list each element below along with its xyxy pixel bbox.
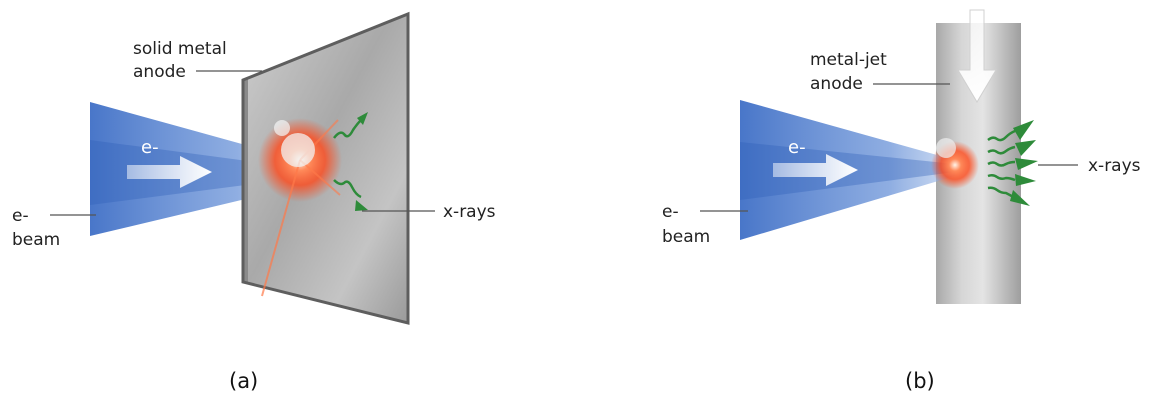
hotspot-bubble-small	[274, 120, 290, 136]
xray-arrowhead	[1015, 158, 1038, 170]
xray-wave-upper	[333, 119, 362, 139]
xray-wave	[987, 129, 1016, 142]
xray-arrowhead	[1010, 190, 1030, 206]
electron-direction-arrow	[773, 154, 858, 186]
electron-label: e-	[788, 137, 806, 158]
beam-label-line1: e-	[662, 202, 679, 222]
anode-label-line1: metal-jet	[810, 50, 887, 70]
panel-a: e- solid metal anode e- beam x-rays (a)	[12, 11, 496, 393]
xray-arrowheads	[1010, 120, 1038, 206]
anode-label-line2: anode	[810, 74, 863, 94]
xray-wave	[987, 160, 1016, 167]
electron-label: e-	[141, 137, 159, 158]
xray-arrowhead-lower	[355, 200, 368, 211]
anode-label-line2: anode	[133, 62, 186, 82]
hotspot-ray	[299, 159, 341, 196]
xray-arrowhead	[1013, 120, 1034, 140]
xray-waves	[987, 129, 1016, 200]
plate-border	[241, 11, 410, 325]
xray-arrowhead-upper	[357, 112, 368, 125]
xray-label: x-rays	[443, 202, 496, 222]
xray-wave	[987, 145, 1016, 155]
jet-flow-arrow	[957, 9, 997, 103]
beam-label-line2: beam	[12, 230, 60, 250]
beam-label-line1: e-	[12, 206, 29, 226]
xray-arrowhead	[1015, 174, 1036, 186]
panel-b: e- metal-jet anode e- beam x-rays (b)	[662, 9, 1141, 393]
caption-b: (b)	[905, 369, 935, 393]
anode-label-line1: solid metal	[133, 39, 227, 59]
hotspot-bubble	[936, 138, 956, 158]
hotspot-ray	[261, 159, 301, 297]
caption-a: (a)	[229, 369, 258, 393]
hotspot-bubble	[281, 133, 315, 167]
xray-wave	[987, 186, 1016, 200]
xray-wave-lower	[333, 179, 362, 199]
xray-wave	[987, 173, 1016, 182]
xray-label: x-rays	[1088, 156, 1141, 176]
electron-direction-arrow	[127, 156, 212, 188]
xray-arrowhead	[1015, 140, 1036, 156]
beam-label-line2: beam	[662, 227, 710, 247]
